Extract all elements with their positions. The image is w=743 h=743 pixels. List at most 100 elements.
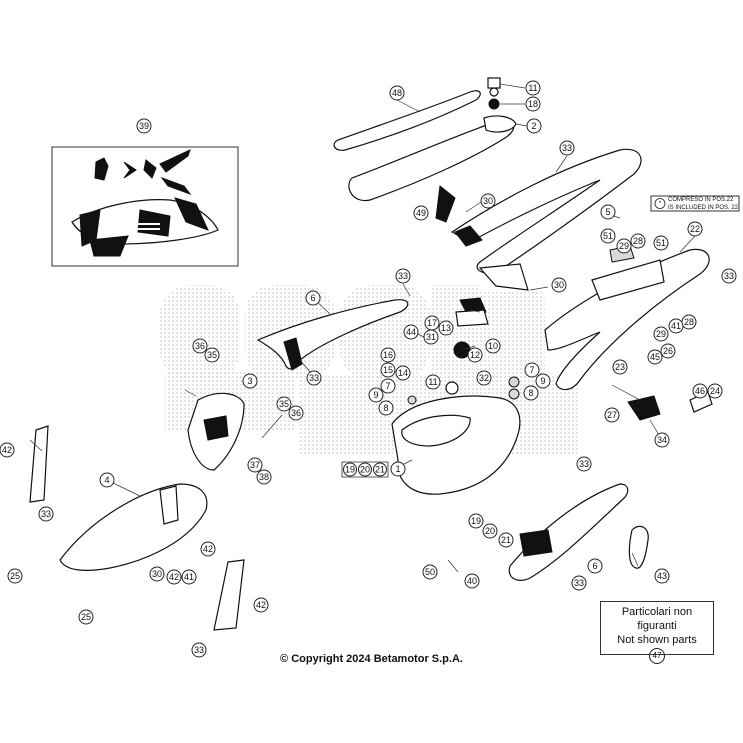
side-panel-6-upper	[256, 299, 409, 371]
svg-text:9: 9	[540, 376, 545, 386]
rear-plate-parts	[627, 391, 713, 421]
svg-text:25: 25	[81, 612, 91, 622]
callout-17: 17	[424, 315, 440, 331]
svg-text:33: 33	[574, 578, 584, 588]
svg-text:6: 6	[310, 293, 315, 303]
not-shown-parts-box: Particolari non figuranti Not shown part…	[600, 601, 714, 664]
svg-text:33: 33	[194, 645, 204, 655]
callout-44: 44	[403, 324, 419, 340]
callout-9: 9	[535, 373, 551, 389]
callout-20: 20	[482, 523, 498, 539]
callout-51: 51	[653, 235, 669, 251]
callout-7: 7	[524, 362, 540, 378]
svg-text:21: 21	[375, 465, 385, 475]
callout-16: 16	[380, 347, 396, 363]
callout-35: 35	[276, 396, 292, 412]
callout-10: 10	[485, 338, 501, 354]
svg-text:34: 34	[657, 435, 667, 445]
svg-text:20: 20	[360, 465, 370, 475]
svg-text:42: 42	[256, 600, 266, 610]
svg-text:5: 5	[605, 207, 610, 217]
callout-33: 33	[395, 268, 411, 284]
svg-text:33: 33	[309, 373, 319, 383]
callout-15: 15	[380, 362, 396, 378]
callout-42: 42	[166, 569, 182, 585]
callout-45: 45	[647, 349, 663, 365]
svg-text:16: 16	[383, 350, 393, 360]
svg-text:6: 6	[592, 561, 597, 571]
svg-text:51: 51	[603, 231, 613, 241]
svg-text:33: 33	[41, 509, 51, 519]
callout-13: 13	[438, 320, 454, 336]
callout-8: 8	[378, 400, 394, 416]
svg-text:43: 43	[657, 571, 667, 581]
svg-text:1: 1	[395, 464, 400, 474]
callout-25: 25	[7, 568, 23, 584]
svg-text:30: 30	[483, 196, 493, 206]
svg-text:21: 21	[501, 535, 511, 545]
callout-42: 42	[0, 442, 15, 458]
svg-text:36: 36	[195, 341, 205, 351]
callout-3: 3	[242, 373, 258, 389]
svg-text:28: 28	[633, 236, 643, 246]
svg-text:19: 19	[471, 516, 481, 526]
callout-51: 51	[600, 228, 616, 244]
callout-5: 5	[600, 204, 616, 220]
svg-text:41: 41	[671, 321, 681, 331]
svg-text:33: 33	[724, 271, 734, 281]
callout-4: 4	[99, 472, 115, 488]
callout-26: 26	[660, 343, 676, 359]
svg-text:32: 32	[479, 373, 489, 383]
svg-text:11: 11	[428, 377, 437, 387]
note-line2: IS INCLUDED IN POS. 22	[668, 205, 739, 211]
side-panel-6-lower	[508, 483, 629, 581]
callout-14: 14	[395, 365, 411, 381]
svg-text:44: 44	[406, 327, 416, 337]
callout-30: 30	[480, 193, 496, 209]
svg-text:42: 42	[2, 445, 12, 455]
callout-46: 46	[692, 383, 708, 399]
svg-text:*: *	[659, 201, 662, 207]
callout-33: 33	[721, 268, 737, 284]
seat-part	[333, 90, 515, 223]
callout-39: 39	[136, 118, 152, 134]
callout-35: 35	[204, 347, 220, 363]
callout-30: 30	[551, 277, 567, 293]
callout-33: 33	[191, 642, 207, 658]
svg-text:33: 33	[398, 271, 408, 281]
callout-27: 27	[604, 407, 620, 423]
callout-33: 33	[306, 370, 322, 386]
callout-1: 1	[390, 461, 406, 477]
fork-guard-bottom	[213, 559, 245, 631]
svg-text:7: 7	[385, 381, 390, 391]
svg-text:31: 31	[426, 332, 436, 342]
front-fender-4	[59, 483, 208, 571]
note-line1: COMPRESO IN POS.22	[668, 197, 734, 203]
svg-text:30: 30	[152, 569, 162, 579]
svg-text:22: 22	[690, 224, 700, 234]
callout-48: 48	[389, 85, 405, 101]
callout-11: 11	[425, 374, 441, 390]
svg-text:23: 23	[615, 362, 625, 372]
note-box: * COMPRESO IN POS.22 IS INCLUDED IN POS.…	[650, 195, 740, 212]
callout-42: 42	[253, 597, 269, 613]
rear-subframe-22	[544, 245, 710, 391]
callout-11: 11	[525, 80, 541, 96]
callout-7: 7	[380, 378, 396, 394]
callout-23: 23	[612, 359, 628, 375]
not-shown-italian: Particolari non figuranti	[621, 606, 693, 632]
callout-36: 36	[192, 338, 208, 354]
svg-text:37: 37	[250, 460, 260, 470]
callout-40: 40	[464, 573, 480, 589]
svg-text:49: 49	[416, 208, 426, 218]
callout-19: 19	[468, 513, 484, 529]
svg-text:7: 7	[529, 365, 534, 375]
callout-42: 42	[200, 541, 216, 557]
svg-text:48: 48	[392, 88, 402, 98]
callout-41: 41	[181, 569, 197, 585]
callout-25: 25	[78, 609, 94, 625]
callout-30: 30	[149, 566, 165, 582]
group-label-19-20-21: 19 20 21	[341, 461, 389, 478]
callout-32: 32	[476, 370, 492, 386]
rear-side-panel-5	[450, 148, 642, 291]
